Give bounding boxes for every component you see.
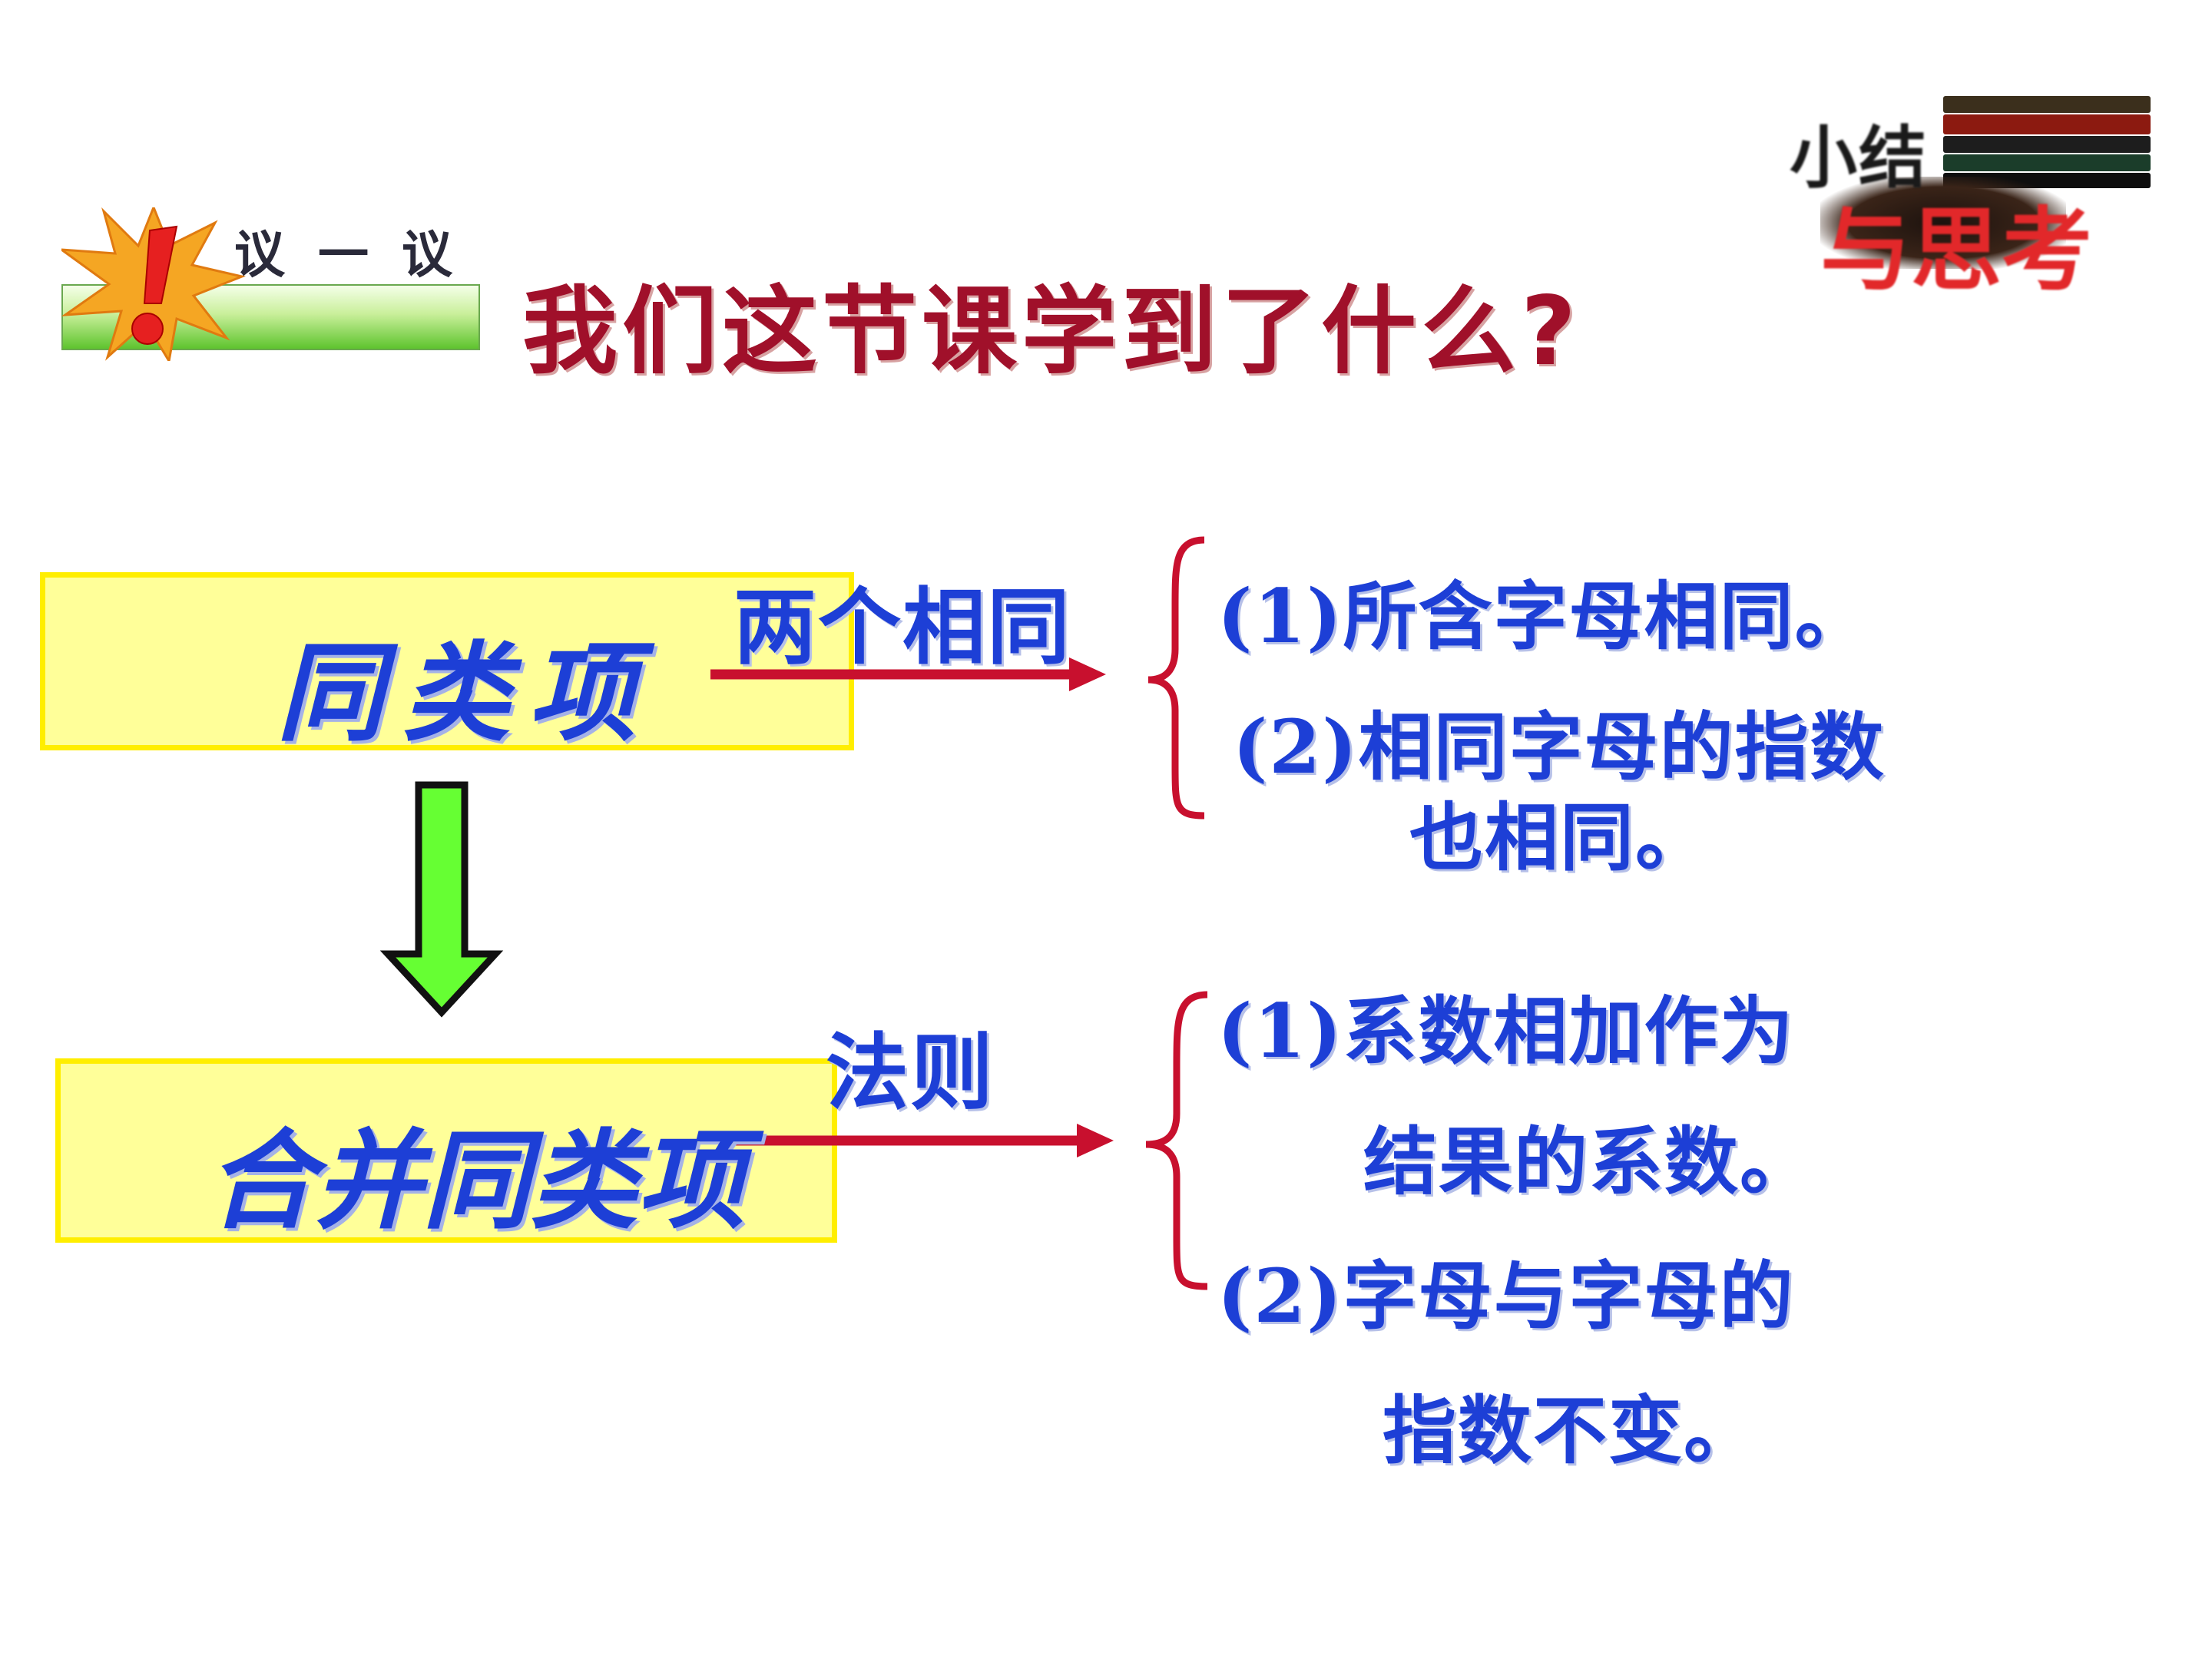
right-arrow-icon <box>726 1124 1114 1157</box>
list-item: (1)系数相加作为 <box>1217 988 1795 1075</box>
down-arrow-icon <box>379 781 504 1018</box>
list-item: (1)所含字母相同。 <box>1217 573 1870 660</box>
left-brace-icon <box>1145 991 1208 1290</box>
left-brace-icon <box>1147 536 1205 820</box>
concept-combine-like-terms: 合并同类项 <box>207 1119 746 1244</box>
logo-line2: 与思考 <box>1820 197 2093 303</box>
page-title: 我们这节课学到了什么? <box>522 276 1581 387</box>
right-arrow-icon <box>710 657 1106 691</box>
discussion-badge: 议 一 议 <box>61 207 492 361</box>
summary-logo: 小结 与思考 <box>1774 88 2158 303</box>
list-item: 结果的系数。 <box>1363 1118 1815 1205</box>
list-item: 也相同。 <box>1409 794 1710 881</box>
relation-label-two-same: 两个相同 <box>733 579 1072 676</box>
concept-box-combine-like-terms <box>55 1058 837 1243</box>
concept-box-like-terms <box>40 572 854 750</box>
exclamation-burst-icon <box>61 207 246 361</box>
logo-line1: 小结 <box>1790 118 1929 197</box>
relation-label-rule: 法则 <box>826 1025 995 1121</box>
concept-like-terms: 同类项 <box>276 631 655 757</box>
list-item: (2)字母与字母的 <box>1217 1253 1795 1339</box>
badge-label: 议 一 议 <box>234 224 460 284</box>
list-item: (2)相同字母的指数 <box>1233 704 1886 790</box>
list-item: 指数不变。 <box>1382 1387 1759 1474</box>
